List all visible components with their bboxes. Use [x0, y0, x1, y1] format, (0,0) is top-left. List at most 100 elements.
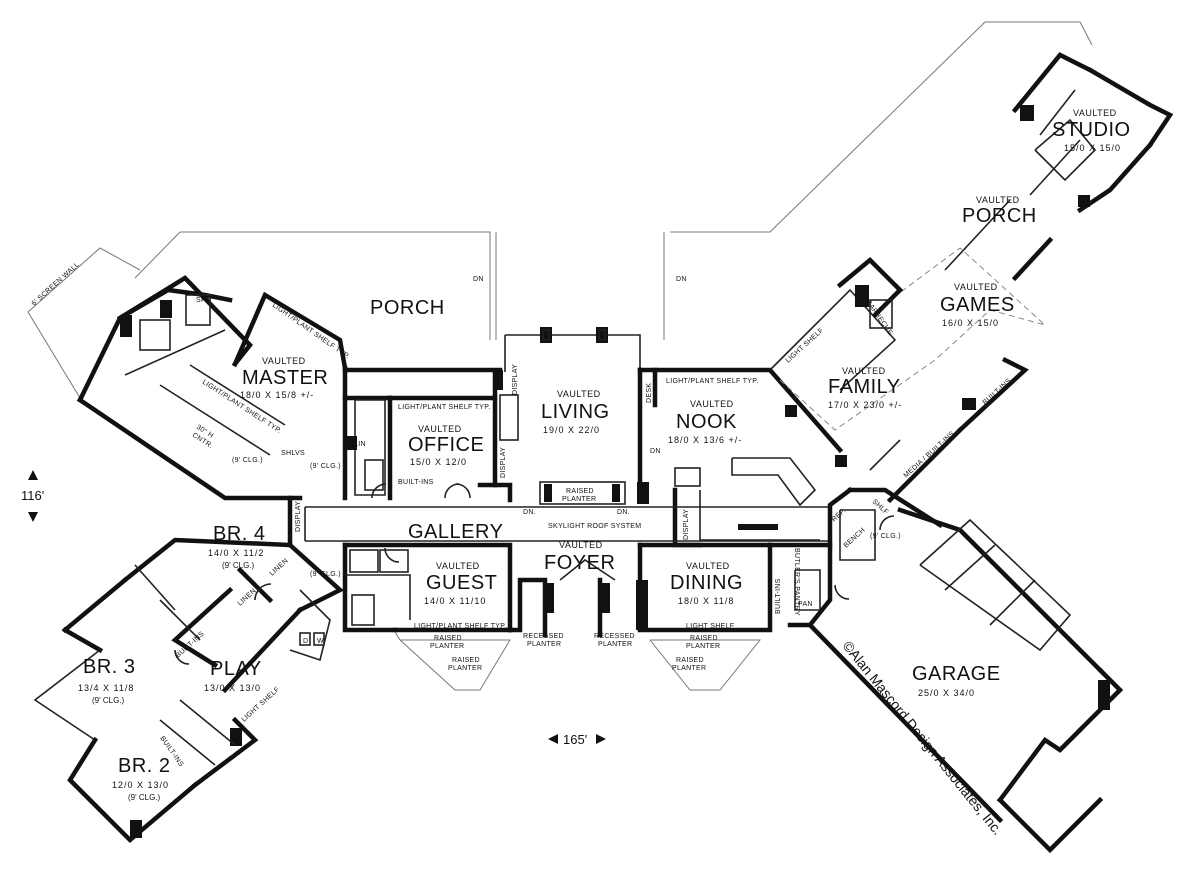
note-raised-planter-3a: RAISED: [452, 657, 480, 664]
note-clg-play: (9' CLG.): [310, 571, 341, 578]
note-lin: LIN: [354, 441, 366, 448]
dining-dim: 18/0 X 11/8: [678, 596, 734, 606]
br3-dim: 13/4 X 11/8: [78, 683, 134, 693]
note-media-built-ins: MEDIA / BUILT-INS: [903, 430, 956, 479]
note-raised-planter-4a: RAISED: [690, 635, 718, 642]
note-raised-planter-4b: PLANTER: [686, 643, 720, 650]
play-name: PLAY: [210, 658, 262, 680]
office-name: OFFICE: [408, 434, 484, 456]
note-pan: PAN: [798, 601, 813, 608]
note-raised-planter-living-b: PLANTER: [562, 496, 596, 503]
porch-rear-name: PORCH: [370, 297, 445, 319]
note-recessed-planter-b: PLANTER: [527, 641, 561, 648]
note-desk: DESK: [646, 383, 653, 403]
note-clg-mud: (9' CLG.): [870, 533, 901, 540]
note-display-nook: DISPLAY: [683, 509, 690, 540]
note-light-shelf-family: LIGHT SHELF: [785, 327, 826, 365]
note-barbecue: BARBECUE: [864, 299, 893, 337]
right-wing-walls: [769, 52, 1174, 504]
note-screen-wall: 6' SCREEN WALL: [31, 261, 81, 307]
dining-label: VAULTED: [686, 561, 730, 571]
note-light-shelf-nook: LIGHT/PLANT SHELF TYP.: [666, 378, 759, 385]
gallery-walls: [287, 495, 830, 548]
master-label: VAULTED: [262, 356, 306, 366]
note-dn3: DN: [650, 448, 661, 455]
garage-dim: 25/0 X 34/0: [918, 688, 975, 698]
note-raised-planter-2a: RAISED: [434, 635, 462, 642]
foyer-name: FOYER: [544, 552, 615, 574]
studio-name: STUDIO: [1052, 119, 1131, 141]
br2-clg: (9' CLG.): [128, 793, 161, 802]
note-light-shelf-office: LIGHT/PLANT SHELF TYP.: [398, 404, 491, 411]
note-linen-br4: LINEN: [269, 557, 290, 577]
br2-name: BR. 2: [118, 755, 171, 777]
note-dn5: DN.: [617, 509, 630, 516]
nook-name: NOOK: [676, 411, 737, 433]
note-bench: BENCH: [843, 527, 867, 550]
bedroom-wing-walls: [33, 537, 344, 844]
note-built-ins-dining: BUILT-INS: [775, 578, 782, 614]
br3-clg: (9' CLG.): [92, 696, 125, 705]
note-dn1: DN: [473, 276, 484, 283]
porch-side-name: PORCH: [962, 205, 1037, 227]
master-name: MASTER: [242, 367, 328, 389]
note-display-br4: DISPLAY: [295, 501, 302, 532]
note-skylight: SKYLIGHT ROOF SYSTEM: [548, 523, 641, 530]
master-dim: 18/0 X 15/8 +/-: [240, 390, 314, 400]
guest-name: GUEST: [426, 572, 497, 594]
note-clg-master: (9' CLG.): [232, 457, 263, 464]
note-washer: W: [317, 638, 324, 645]
note-shlvs: SHLVS: [281, 450, 305, 457]
gallery-name: GALLERY: [408, 521, 503, 543]
note-ref: REF.: [831, 507, 848, 523]
br2-dim: 12/0 X 13/0: [112, 780, 169, 790]
note-built-ins-family: BUILT-INS: [982, 377, 1013, 406]
central-walls: [342, 365, 513, 503]
note-recessed-planter-a: RECESSED: [523, 633, 564, 640]
family-name: FAMILY: [828, 376, 901, 398]
dimension-width-text: 165': [563, 732, 587, 747]
living-label: VAULTED: [557, 389, 601, 399]
games-name: GAMES: [940, 294, 1015, 316]
games-label: VAULTED: [954, 282, 998, 292]
family-label: VAULTED: [842, 366, 886, 376]
note-display-living2: DISPLAY: [500, 447, 507, 478]
office-dim: 15/0 X 12/0: [410, 457, 467, 467]
dining-name: DINING: [670, 572, 743, 594]
office-label: VAULTED: [418, 424, 462, 434]
planters: [394, 631, 762, 691]
br4-dim: 14/0 X 11/2: [208, 548, 264, 558]
br3-name: BR. 3: [83, 656, 136, 678]
front-walls: [342, 542, 773, 638]
living-walls: [499, 327, 658, 505]
br4-name: BR. 4: [213, 523, 266, 545]
living-dim: 19/0 X 22/0: [543, 425, 600, 435]
dimension-width: [548, 734, 606, 744]
note-dn2: DN: [676, 276, 687, 283]
note-raised-planter-5a: RAISED: [676, 657, 704, 664]
note-shlf: SHLF: [871, 498, 890, 516]
nook-dim: 18/0 X 13/6 +/-: [668, 435, 742, 445]
note-recessed-planter-2b: PLANTER: [598, 641, 632, 648]
note-light-shelf-dining: LIGHT SHELF: [686, 623, 734, 630]
note-dryer: D: [303, 638, 308, 645]
play-dim: 13/0 X 13/0: [204, 683, 261, 693]
note-raised-planter-5b: PLANTER: [672, 665, 706, 672]
foyer-label: VAULTED: [559, 540, 603, 550]
master-wing-walls: [76, 275, 348, 501]
door-swings: [174, 483, 895, 665]
note-built-ins-office: BUILT-INS: [398, 479, 434, 486]
studio-dim: 15/0 X 15/0: [1064, 143, 1121, 153]
note-butlers-pantry: BUTLER'S PANTRY: [793, 548, 800, 616]
garage-walls: [767, 486, 1124, 854]
porch-outlines: [27, 21, 1093, 399]
studio-label: VAULTED: [1073, 108, 1117, 118]
note-raised-planter-3b: PLANTER: [448, 665, 482, 672]
family-dim: 17/0 X 23/0 +/-: [828, 400, 902, 410]
dimension-depth: [28, 470, 38, 522]
living-name: LIVING: [541, 401, 610, 423]
note-raised-planter-living-a: RAISED: [566, 488, 594, 495]
note-recessed-planter-2a: RECESSED: [594, 633, 635, 640]
dimension-depth-text: 116': [21, 488, 44, 503]
